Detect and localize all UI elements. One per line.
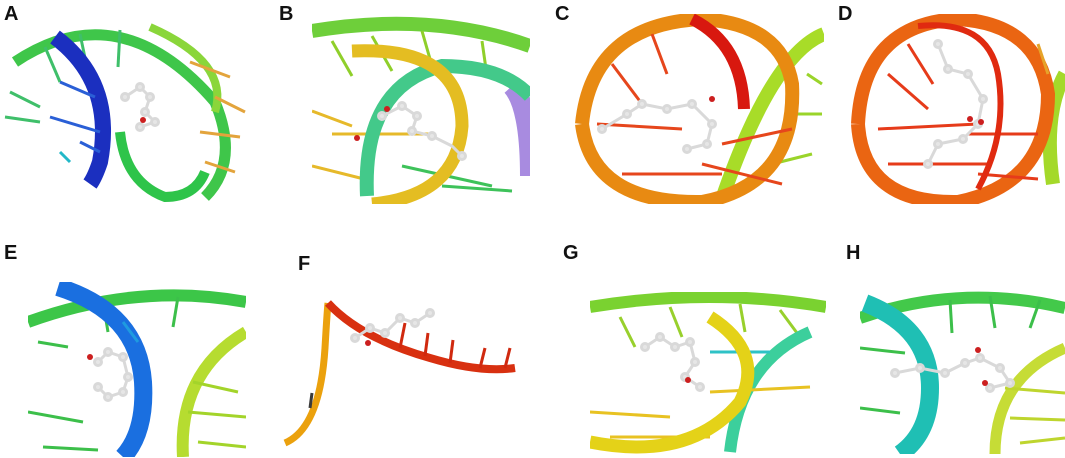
panel-label-g: G [563, 242, 579, 264]
panel-h-dna-helix [860, 288, 1065, 454]
panel-label-h: H [846, 242, 861, 264]
panel-a-dna-helix [0, 22, 255, 202]
panel-c-dna-helix [572, 14, 824, 204]
panel-f-dna-strand [280, 288, 525, 450]
panel-e-dna-helix [28, 282, 246, 457]
panel-g-dna-helix [590, 292, 826, 454]
panel-label-a: A [4, 3, 19, 25]
panel-label-d: D [838, 3, 853, 25]
panel-label-e: E [4, 242, 18, 264]
panel-label-f: F [298, 253, 311, 275]
panel-b-dna-helix [312, 16, 530, 204]
panel-label-c: C [555, 3, 570, 25]
panel-d-dna-helix [848, 14, 1065, 204]
panel-label-b: B [279, 3, 294, 25]
